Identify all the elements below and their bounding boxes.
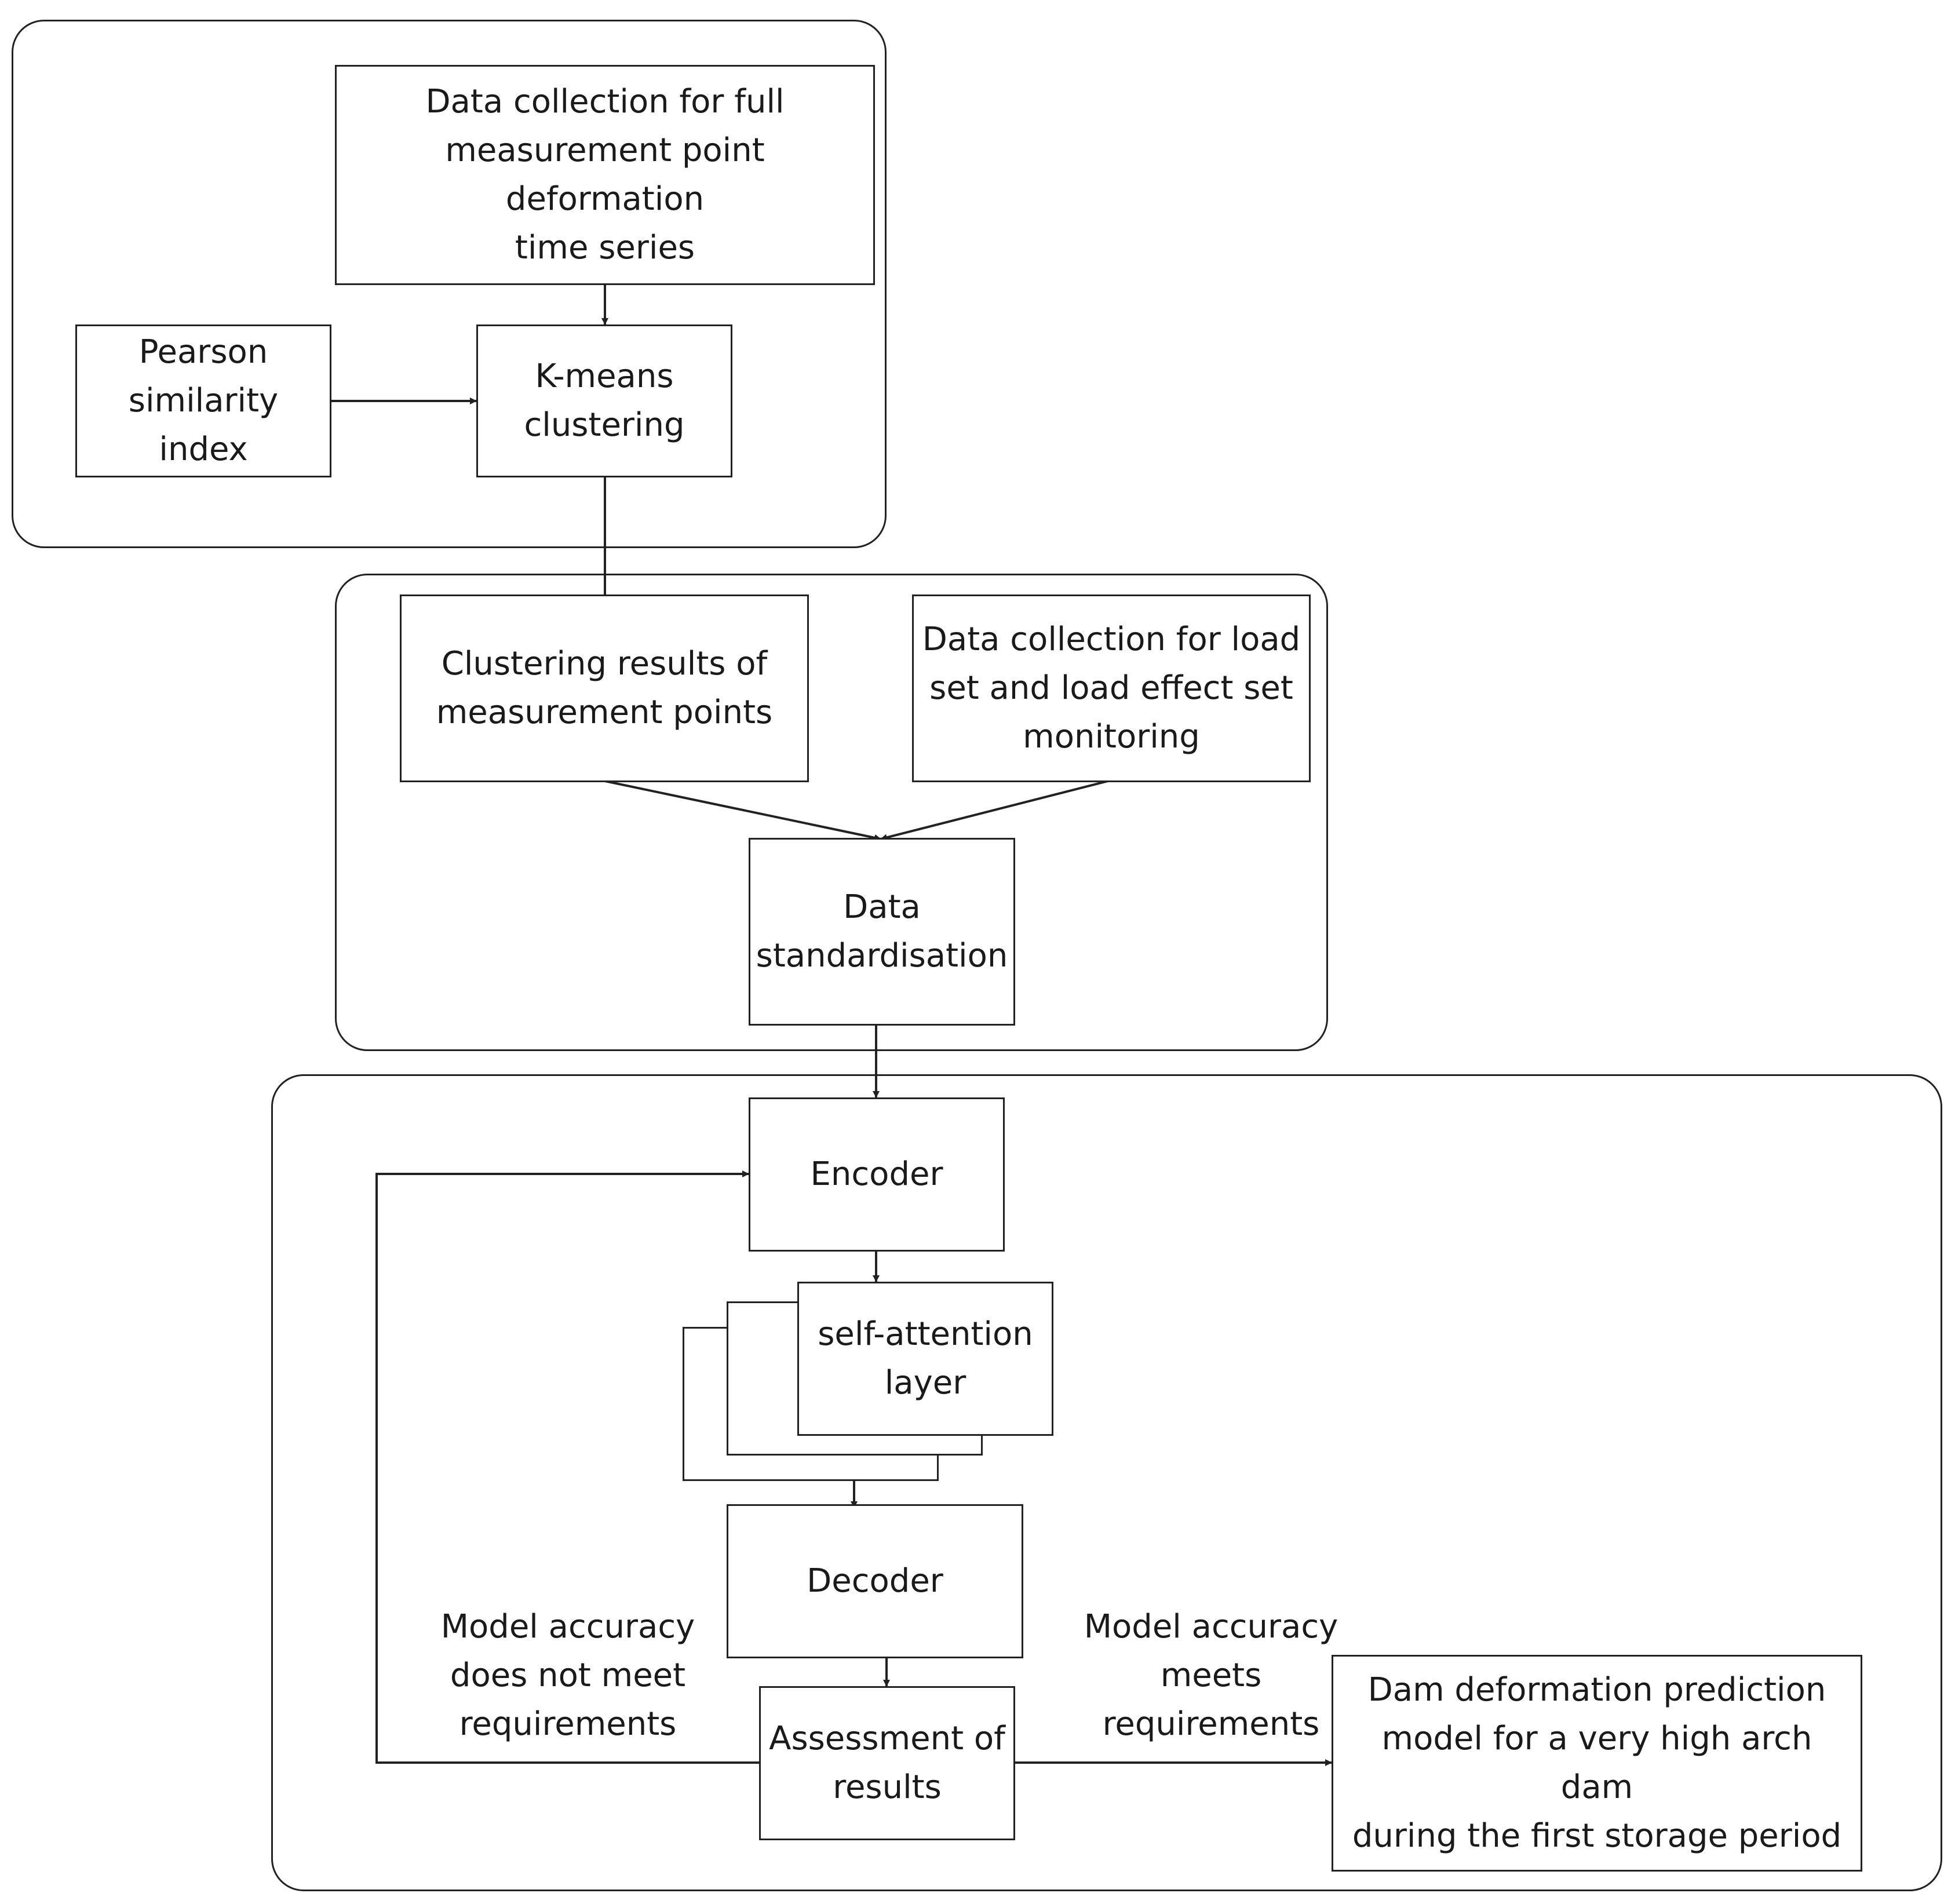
box-data-collection-full: Data collection for full measurement poi… <box>335 65 875 285</box>
label-accuracy-met: Model accuracy meets requirements <box>1084 1608 1338 1743</box>
box-data-standardisation: Data standardisation <box>749 838 1015 1026</box>
box-kmeans-clustering: K-means clustering <box>476 324 732 477</box>
box-final-prediction-model: Dam deformation prediction model for a v… <box>1332 1655 1862 1872</box>
box-data-collection-load: Data collection for load set and load ef… <box>912 594 1311 782</box>
box-assessment-of-results: Assessment of results <box>759 1686 1015 1840</box>
group-model-stage <box>271 1074 1942 1891</box>
label-accuracy-not-met: Model accuracy does not meet requirement… <box>440 1608 695 1743</box>
box-clustering-results: Clustering results of measurement points <box>400 594 809 782</box>
box-decoder: Decoder <box>727 1504 1023 1658</box>
box-self-attention-layer: self-attention layer <box>797 1282 1053 1436</box>
group-preprocessing-stage <box>335 574 1328 1051</box>
box-encoder: Encoder <box>749 1097 1005 1252</box>
group-clustering-stage <box>12 20 887 548</box>
box-pearson-similarity-index: Pearson similarity index <box>75 324 331 477</box>
